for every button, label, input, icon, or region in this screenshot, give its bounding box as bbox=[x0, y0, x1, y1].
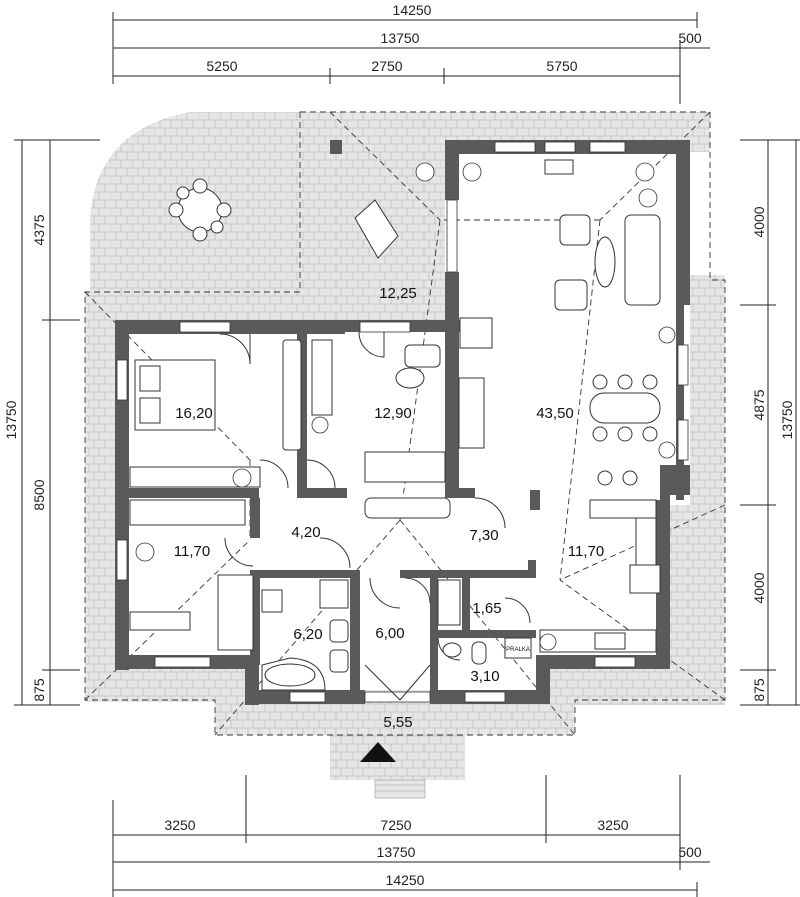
room-wc-area: 3,10 bbox=[470, 668, 499, 685]
room-pantry-area: 1,65 bbox=[472, 600, 501, 617]
room-porch-area: 5,55 bbox=[383, 714, 412, 731]
doors bbox=[219, 331, 531, 701]
room-bedroom-sw-area: 11,70 bbox=[174, 543, 210, 560]
room-hall-area: 7,30 bbox=[469, 527, 498, 544]
dim-top-overall: 14250 bbox=[393, 2, 432, 18]
dim-bottom-overall: 14250 bbox=[386, 872, 425, 888]
dim-right-seg-4: 875 bbox=[751, 678, 767, 702]
dim-top-offset: 500 bbox=[678, 30, 702, 46]
dim-left-seg-3: 875 bbox=[31, 678, 47, 702]
dimension-lines bbox=[14, 12, 800, 897]
room-bedroom-main-area: 16,20 bbox=[175, 405, 213, 422]
dim-bottom-offset: 500 bbox=[678, 844, 702, 860]
room-kitchen-area: 11,70 bbox=[568, 543, 604, 560]
dim-left-seg-1: 4375 bbox=[31, 214, 47, 245]
dim-top-seg-2: 2750 bbox=[371, 58, 402, 74]
dim-top-seg-1: 5250 bbox=[206, 58, 237, 74]
room-bathroom-area: 6,20 bbox=[293, 626, 322, 643]
dim-bottom-seg-2: 7250 bbox=[380, 817, 411, 833]
dim-bottom-seg-1: 3250 bbox=[164, 817, 195, 833]
room-corridor-area: 4,20 bbox=[291, 524, 320, 541]
dim-left-overall: 13750 bbox=[3, 400, 19, 439]
washer-label: PRALKA bbox=[506, 647, 530, 653]
room-terrace-area: 12,25 bbox=[379, 285, 417, 302]
room-living-area: 43,50 bbox=[536, 405, 574, 422]
dim-bottom-seg-3: 3250 bbox=[597, 817, 628, 833]
room-bedroom-mid-area: 12,90 bbox=[374, 405, 412, 422]
dim-left-seg-2: 8500 bbox=[31, 479, 47, 510]
dim-top-seg-3: 5750 bbox=[546, 58, 577, 74]
dim-right-seg-1: 4000 bbox=[751, 206, 767, 237]
dim-bottom-inner: 13750 bbox=[377, 844, 416, 860]
dim-right-seg-3: 4000 bbox=[751, 572, 767, 603]
dim-right-seg-2: 4875 bbox=[751, 389, 767, 420]
room-vestibule-area: 6,00 bbox=[375, 625, 404, 642]
entrance-arrow bbox=[360, 742, 396, 762]
dim-right-overall: 13750 bbox=[779, 400, 795, 439]
furniture bbox=[129, 159, 676, 691]
dimension-text: 14250 13750 500 5250 2750 5750 3250 7250… bbox=[3, 2, 795, 888]
room-labels: 12,25 43,50 16,20 12,90 11,70 4,20 7,30 … bbox=[174, 285, 604, 731]
dim-top-inner: 13750 bbox=[381, 30, 420, 46]
